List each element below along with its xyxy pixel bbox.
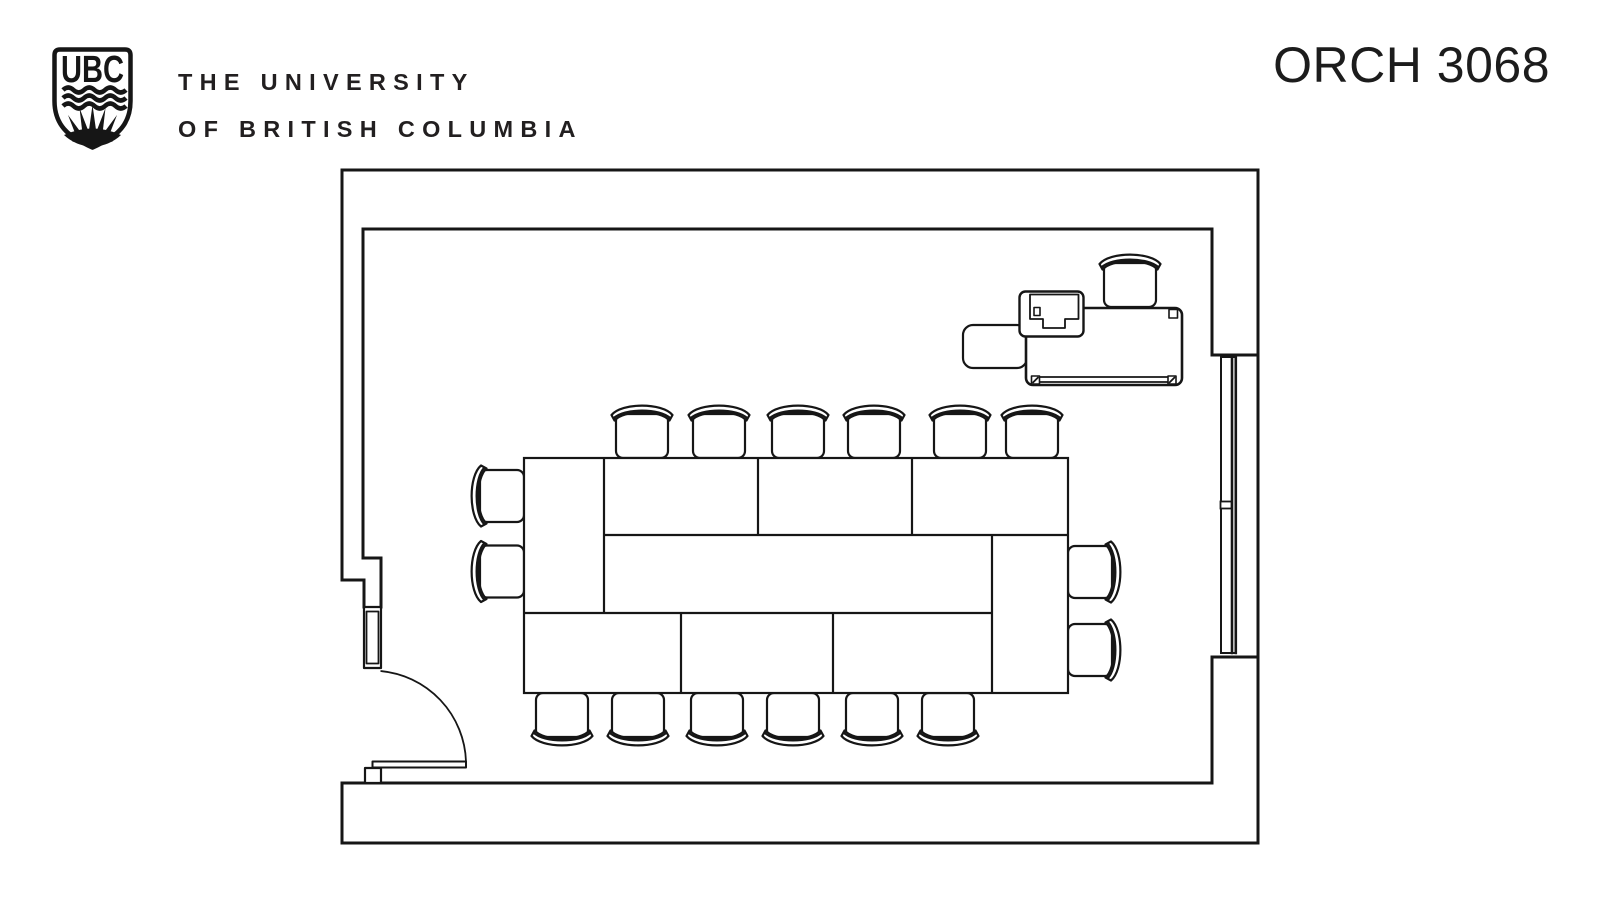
shield-waves <box>61 85 128 111</box>
room-walls <box>340 168 1260 845</box>
table-module-lines <box>524 458 1068 693</box>
university-wordmark-line2: OF BRITISH COLUMBIA <box>178 116 583 142</box>
chair-bottom-4 <box>761 691 825 747</box>
conference-table <box>522 456 1070 695</box>
chair-top-3 <box>766 404 830 460</box>
presenter-chair <box>1098 253 1162 309</box>
chair-bottom-6 <box>916 691 980 747</box>
ubc-shield-icon: UBC <box>52 47 133 150</box>
chair-top-2 <box>687 404 751 460</box>
chair-top-4 <box>842 404 906 460</box>
window <box>1219 355 1238 655</box>
chair-bottom-1 <box>530 691 594 747</box>
chair-bottom-5 <box>840 691 904 747</box>
chair-right-2 <box>1066 618 1122 682</box>
inner-wall-left <box>361 227 383 609</box>
chair-right-1 <box>1066 540 1122 604</box>
door-leaf <box>371 760 467 769</box>
chair-top-5 <box>928 404 992 460</box>
side-table <box>961 323 1029 370</box>
window-mullion-tick <box>1219 500 1233 510</box>
table-outline <box>522 456 1070 695</box>
ubc-logo: UBC THE UNIVERSITY OF BRITISH COLUMBIA <box>52 47 575 150</box>
door-jamb-stub <box>340 578 366 609</box>
door-pilaster <box>363 766 383 785</box>
door-sidelight-glass <box>365 610 380 665</box>
credenza-corner-detail <box>1168 308 1179 319</box>
chair-bottom-3 <box>685 691 749 747</box>
entry-door <box>362 605 467 785</box>
room-label: ORCH 3068 <box>1273 37 1550 93</box>
university-wordmark: THE UNIVERSITY OF BRITISH COLUMBIA <box>178 59 583 153</box>
chair-top-1 <box>610 404 674 460</box>
shield-rays <box>62 105 123 147</box>
chair-left-2 <box>470 539 526 604</box>
console-inner-detail <box>1029 293 1080 329</box>
chair-bottom-2 <box>606 691 670 747</box>
door-swing-arc <box>380 670 467 762</box>
av-equipment <box>961 290 1184 387</box>
chair-top-6 <box>1000 404 1064 460</box>
credenza-shelf <box>1030 375 1177 385</box>
chair-left-1 <box>470 464 526 528</box>
university-wordmark-line1: THE UNIVERSITY <box>178 69 475 95</box>
shield-monogram: UBC <box>61 49 124 91</box>
outer-wall <box>340 168 1260 845</box>
console-button-detail <box>1033 306 1041 317</box>
